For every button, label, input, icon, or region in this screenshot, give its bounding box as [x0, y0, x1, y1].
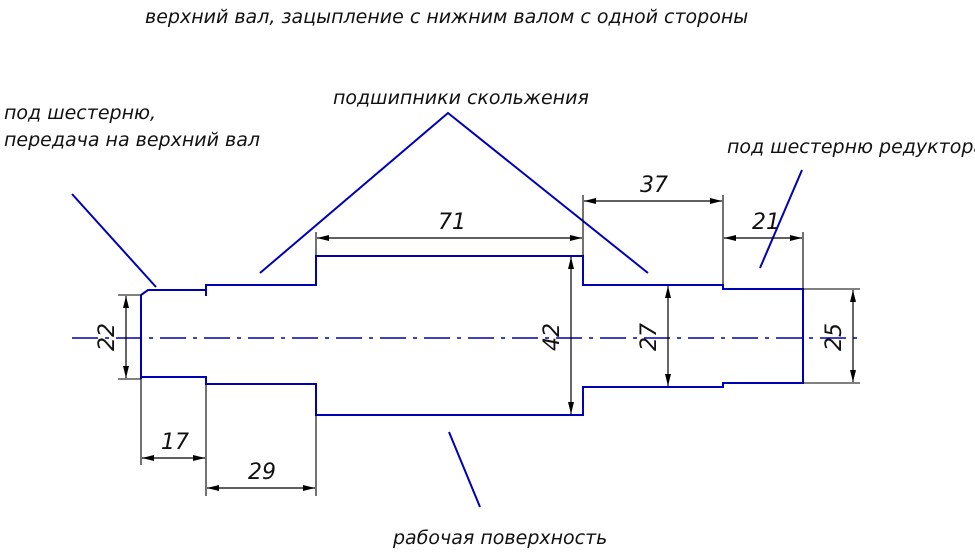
- dim-22: 22: [95, 323, 120, 351]
- dim-37: 37: [640, 173, 668, 198]
- shaft-outline: [140, 255, 804, 416]
- dim-71: 71: [438, 210, 466, 235]
- leader-gear-reducer: [759, 169, 803, 269]
- dim-17: 17: [161, 430, 189, 455]
- leader-bearings: [259, 111, 649, 274]
- dim-21: 21: [752, 210, 780, 235]
- dim-29: 29: [248, 460, 276, 485]
- note-working-surface: рабочая поверхность: [392, 527, 607, 549]
- leader-gear-left: [71, 193, 157, 288]
- note-gear-left-line2: передача на верхний вал: [4, 129, 260, 151]
- drawing-title: верхний вал, зацыпление с нижним валом с…: [145, 6, 748, 28]
- leader-working-surface: [448, 431, 481, 508]
- dim-25: 25: [822, 323, 847, 351]
- note-bearings: подшипники скольжения: [333, 87, 589, 109]
- dim-42: 42: [540, 323, 565, 351]
- dim-27: 27: [637, 323, 662, 351]
- note-gear-reducer: под шестерню редуктора: [727, 136, 975, 158]
- note-gear-left-line1: под шестерню,: [4, 102, 156, 124]
